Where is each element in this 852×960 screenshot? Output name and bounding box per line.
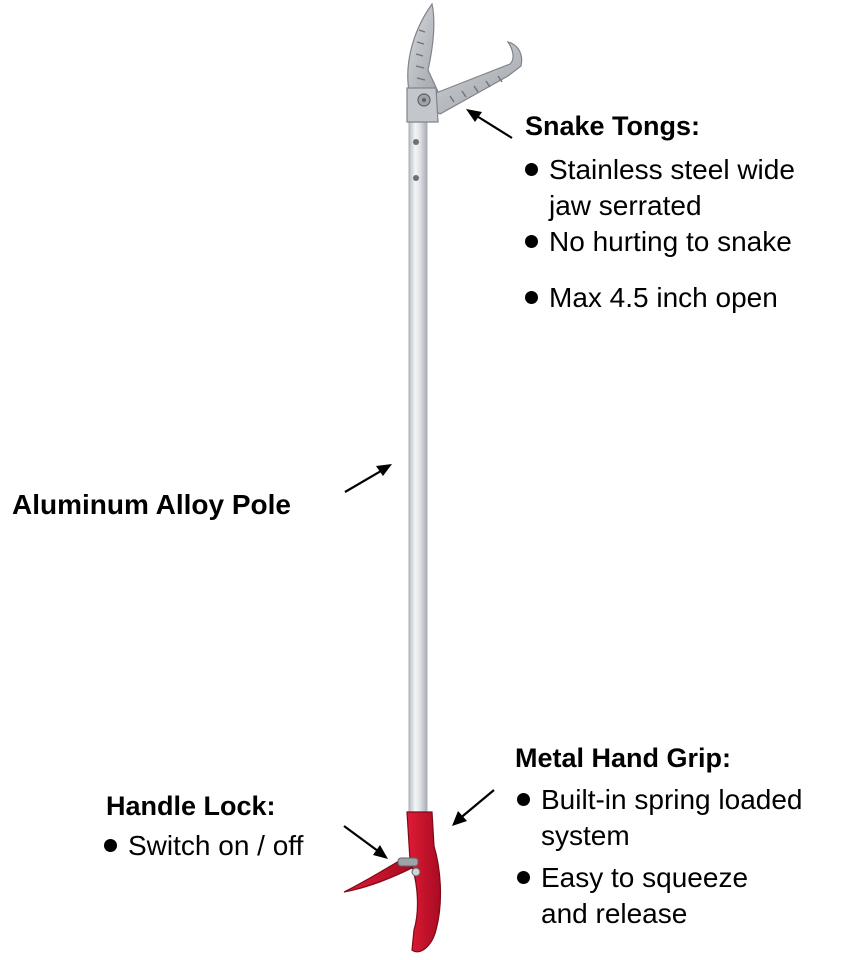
bullet-icon xyxy=(525,291,538,304)
handle-lock-features: Switch on / off xyxy=(104,828,303,864)
feature-item: Built-in spring loaded system xyxy=(517,782,803,854)
bullet-icon xyxy=(525,163,538,176)
snake-tongs-heading: Snake Tongs: xyxy=(525,111,701,141)
feature-text: Switch on / off xyxy=(128,830,304,861)
handle-lock-heading: Handle Lock: xyxy=(106,791,276,821)
bullet-icon xyxy=(517,871,530,884)
hand-grip-features: Built-in spring loaded system Easy to sq… xyxy=(517,782,803,932)
callout-arrows xyxy=(343,109,513,859)
feature-item: No hurting to snake xyxy=(525,224,795,260)
bullet-icon xyxy=(104,839,117,852)
feature-text: Max 4.5 inch open xyxy=(549,282,778,313)
feature-item: Easy to squeeze and release xyxy=(517,860,803,932)
feature-item: Max 4.5 inch open xyxy=(525,280,795,316)
pole-rivet xyxy=(413,139,419,145)
feature-item: Switch on / off xyxy=(104,828,303,864)
feature-text: and release xyxy=(541,898,688,929)
handle-lock-switch xyxy=(397,857,419,867)
steel-jaws xyxy=(406,2,523,123)
bullet-icon xyxy=(517,793,530,806)
aluminum-pole xyxy=(408,121,428,819)
feature-text: No hurting to snake xyxy=(549,226,792,257)
feature-item: Stainless steel wide jaw serrated xyxy=(525,152,795,224)
bullet-icon xyxy=(525,235,538,248)
feature-text: system xyxy=(541,820,630,851)
feature-text: jaw serrated xyxy=(549,190,702,221)
hand-grip-heading: Metal Hand Grip: xyxy=(515,743,732,773)
pole-heading: Aluminum Alloy Pole xyxy=(12,489,291,520)
feature-text: Built-in spring loaded xyxy=(541,784,803,815)
pole-rivet xyxy=(413,175,419,181)
feature-text: Stainless steel wide xyxy=(549,154,795,185)
feature-text: Easy to squeeze xyxy=(541,862,749,893)
metal-hand-grip xyxy=(343,811,442,953)
snake-tongs-features: Stainless steel wide jaw serrated No hur… xyxy=(525,152,795,316)
